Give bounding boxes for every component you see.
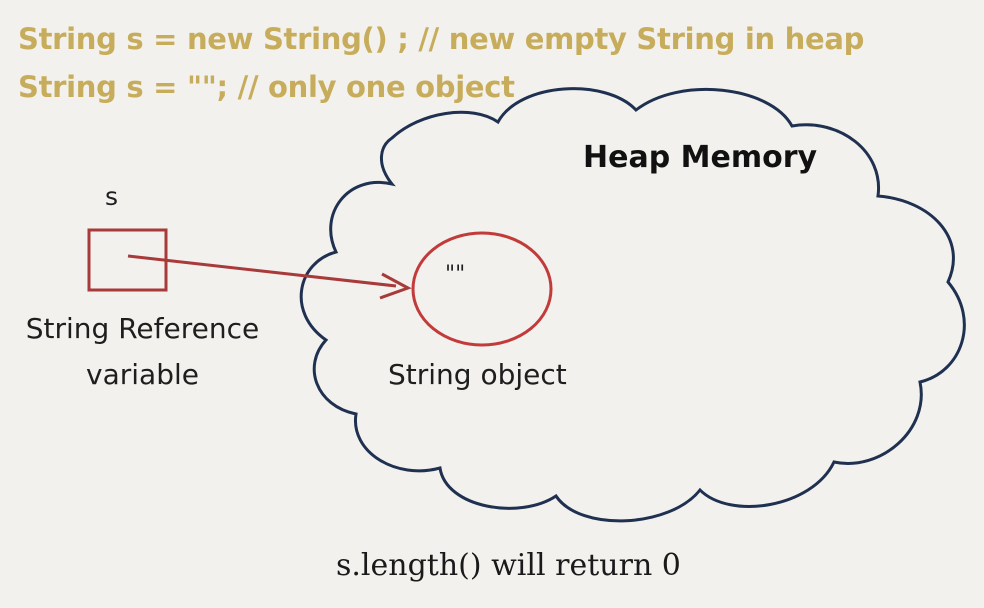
- reference-variable-label: String Reference variable: [10, 306, 275, 398]
- reference-label-line2: variable: [86, 358, 199, 391]
- string-object-circle: [411, 231, 553, 347]
- code-line-new-string: String s = new String() ; // new empty S…: [18, 22, 865, 56]
- heap-memory-title: Heap Memory: [583, 140, 818, 175]
- reference-arrow: [127, 254, 397, 288]
- arrow-head: [379, 272, 412, 300]
- string-object-label: String object: [388, 358, 567, 391]
- empty-string-literal: "": [445, 262, 466, 287]
- heap-cloud: [299, 87, 966, 523]
- variable-name: s: [105, 182, 119, 211]
- code-line-literal: String s = ""; // only one object: [18, 70, 515, 104]
- length-note: s.length() will return 0: [336, 548, 681, 583]
- reference-label-line1: String Reference: [25, 312, 260, 345]
